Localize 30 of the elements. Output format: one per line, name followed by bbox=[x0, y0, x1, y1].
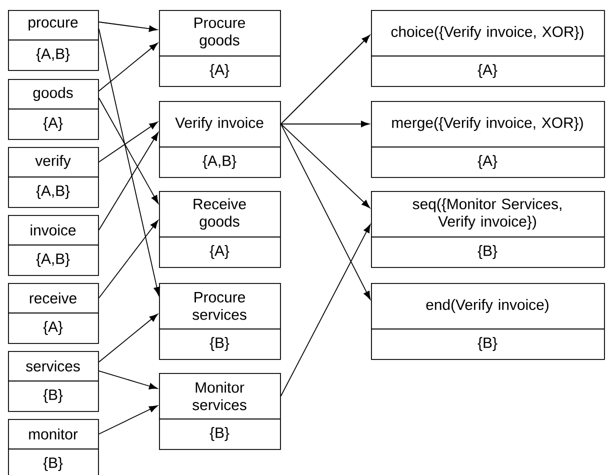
arrow bbox=[98, 220, 158, 298]
process-box: Procure services {B} bbox=[158, 283, 281, 360]
arrow bbox=[280, 124, 370, 208]
process-box: seq({Monitor Services, Verify invoice}) {B} bbox=[370, 191, 605, 268]
process-box: invoice {A,B} bbox=[8, 215, 99, 276]
process-box: Verify invoice {A,B} bbox=[158, 101, 281, 178]
arrow bbox=[280, 224, 371, 396]
process-box: procure {A,B} bbox=[8, 10, 99, 71]
arrow bbox=[280, 120, 370, 128]
process-box: receive {A} bbox=[8, 283, 99, 344]
process-box: goods {A} bbox=[8, 79, 99, 140]
arrow bbox=[98, 122, 158, 162]
arrow bbox=[98, 28, 160, 296]
arrow bbox=[98, 370, 158, 390]
arrow bbox=[280, 124, 371, 300]
process-box: monitor {B} bbox=[8, 419, 99, 475]
arrow bbox=[98, 22, 158, 32]
arrow bbox=[98, 98, 158, 204]
process-box: verify {A,B} bbox=[8, 147, 99, 208]
arrow bbox=[98, 132, 158, 230]
process-box: Monitor services {B} bbox=[158, 373, 281, 450]
arrow bbox=[98, 405, 158, 434]
arrow bbox=[280, 34, 370, 124]
arrow bbox=[98, 42, 158, 92]
process-box: Receive goods {A} bbox=[158, 191, 281, 268]
process-box: services {B} bbox=[8, 351, 99, 412]
process-box: choice({Verify invoice, XOR}) {A} bbox=[370, 10, 605, 87]
arrow bbox=[98, 314, 158, 362]
process-box: Procure goods {A} bbox=[158, 10, 281, 87]
process-box: end(Verify invoice) {B} bbox=[370, 283, 605, 360]
